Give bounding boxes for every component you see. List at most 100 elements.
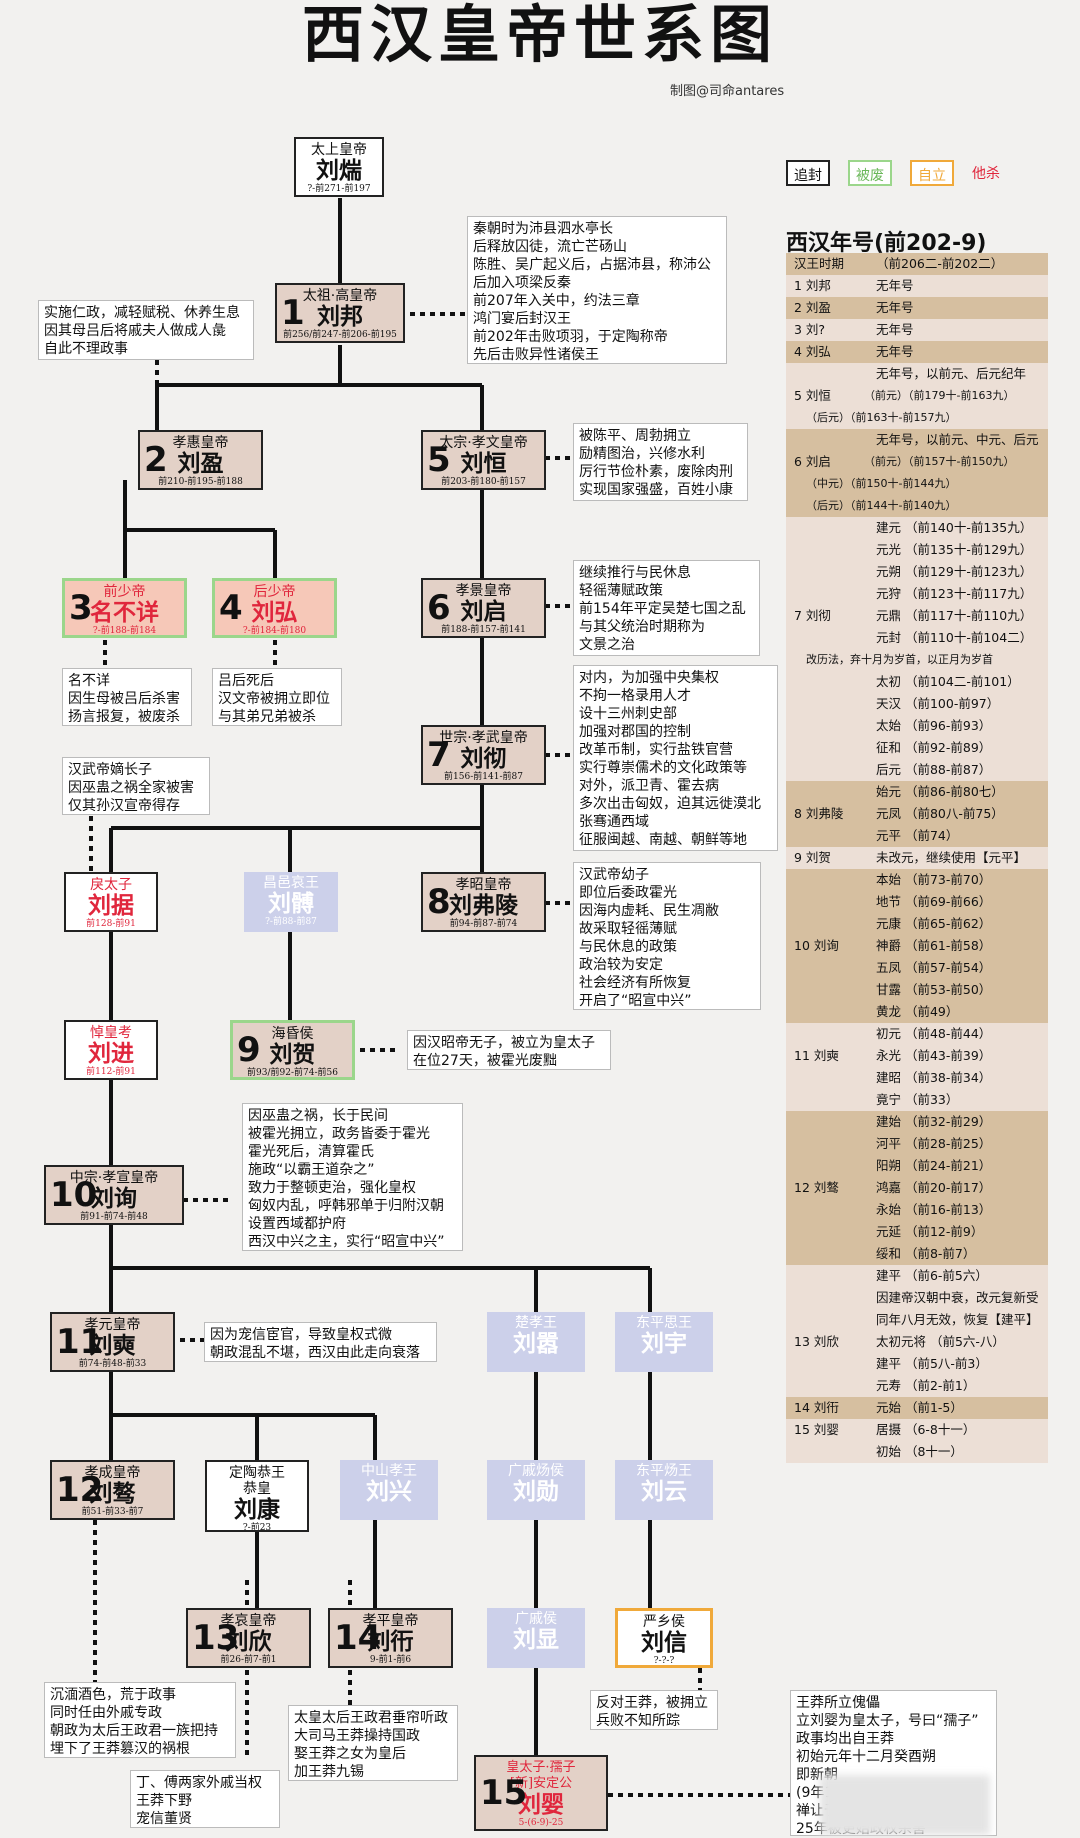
reign-emperor: 3 刘? [794, 322, 826, 337]
reign-row: 永始 （前16-前13） [786, 1199, 1048, 1221]
node-number: 14 [334, 1618, 382, 1658]
reign-row: 元朔 （前129十-前123九） [786, 561, 1048, 583]
node-name: 刘嚣 [513, 1330, 559, 1357]
node-liu-jin: 悼皇考 刘进 前112-前91 [64, 1020, 158, 1080]
reign-row: 元平 （前74） [786, 825, 1048, 847]
node-liu-he: 9 海昏侯 刘贺 前93/前92-前74-前56 [230, 1020, 355, 1080]
reign-era: 永光 （前43-前39） [876, 1048, 992, 1063]
node-name: 刘弘 [251, 599, 298, 626]
node-number: 9 [237, 1030, 261, 1070]
reign-era: 五凤 （前57-前54） [876, 960, 992, 975]
reign-era: 建元 （前140十-前135九） [876, 520, 1033, 535]
reign-era: 天汉 （前100-前97） [876, 696, 1000, 711]
node-liu-yu: 东平思王 刘宇 [615, 1312, 713, 1372]
note-liu-shi: 因为宠信宦官，导致皇权式微 朝政混乱不堪，西汉由此走向衰落 [204, 1322, 437, 1362]
reign-row: 太始 （前96-前93） [786, 715, 1048, 737]
reign-row: 改历法，弃十月为岁首，以正月为岁首 [786, 649, 1048, 671]
reign-era: 后元 （前88-前87） [876, 762, 992, 777]
reign-emperor: 4 刘弘 [794, 344, 831, 359]
reign-emperor: 15 刘婴 [794, 1422, 839, 1437]
reign-era: （前206二-前202二） [876, 256, 1004, 271]
reign-era: 建昭 （前38-前34） [876, 1070, 992, 1085]
reign-row: 天汉 （前100-前97） [786, 693, 1048, 715]
node-liu-kang: 定陶恭王 恭皇 刘康 ?-前23 [205, 1460, 309, 1532]
node-title: 悼皇考 [90, 1025, 132, 1041]
reign-era: 元朔 （前129十-前123九） [876, 564, 1033, 579]
node-title: 太上皇帝 [311, 142, 367, 158]
reign-row: 元康 （前65-前62） [786, 913, 1048, 935]
node-liu-fuling: 8 孝昭皇帝 刘弗陵 前94-前87-前74 [421, 872, 546, 932]
reign-era: （前元）（前179十-前163九） [864, 389, 1015, 402]
node-number: 7 [427, 735, 451, 775]
reign-era: 神爵 （前61-前58） [876, 938, 992, 953]
node-name: 刘恒 [460, 450, 507, 477]
reign-row: 初始 （8十一） [786, 1441, 1048, 1463]
node-name: 刘盈 [177, 450, 224, 477]
note-liu-ying: 实施仁政，减轻赋税、休养生息 因其母吕后将戚夫人做成人彘 自此不理政事 [38, 300, 254, 360]
reign-row: 15 刘婴居摄 （6-8十一） [786, 1419, 1048, 1441]
node-number: 10 [50, 1175, 98, 1215]
node-number: 15 [480, 1773, 528, 1813]
reign-emperor: 6 刘启 [794, 454, 831, 469]
node-liu-tuan: 太上皇帝 刘煓 ?-前271-前197 [294, 137, 384, 197]
legend-posthumous: 追封 [786, 160, 830, 186]
reign-era: 无年号 [876, 322, 914, 337]
reign-era: 建平 （前5八-前3） [876, 1356, 988, 1371]
reign-era: （后元）（前144十-前140九） [806, 499, 957, 512]
node-dates: 前91-前74-前48 [80, 1212, 148, 1222]
reign-era: 元光 （前135十-前129九） [876, 542, 1033, 557]
note-liu-he: 因汉昭帝无子，被立为皇太子 在位27天，被霍光废黜 [407, 1030, 611, 1070]
node-name: 刘进 [88, 1040, 134, 1067]
node-title: 皇太子·孺子 [新]安定公 [506, 1760, 576, 1791]
node-title: 东平炀王 [636, 1463, 692, 1479]
node-number: 12 [56, 1470, 104, 1510]
reign-era: 无年号 [876, 344, 914, 359]
reign-row: 2 刘盈无年号 [786, 297, 1048, 319]
reign-era: 阳朔 （前24-前21） [876, 1158, 992, 1173]
node-name: 刘康 [234, 1496, 280, 1523]
reign-row: （中元）（前150十-前144九） [786, 473, 1048, 495]
node-dates: ?-前23 [242, 1523, 272, 1532]
reign-era: 改历法，弃十月为岁首，以正月为岁首 [806, 653, 993, 666]
note-liu-xun: 因巫蛊之祸，长于民间 被霍光拥立，政务皆委于霍光 霍光死后，清算霍氏 施政“以霸… [242, 1103, 463, 1251]
reign-row: 黄龙 （前49） [786, 1001, 1048, 1023]
node-liu-xing: 中山孝王 刘兴 [340, 1460, 438, 1520]
reign-row: 建平 （前5八-前3） [786, 1353, 1048, 1375]
node-number: 1 [281, 293, 305, 333]
reign-row: 元封 （前110十-前104二） [786, 627, 1048, 649]
node-name: 刘启 [460, 598, 507, 625]
reign-emperor: 12 刘骜 [794, 1180, 839, 1195]
reign-era: 本始 （前73-前70） [876, 872, 992, 887]
reign-era: 竟宁 （前33） [876, 1092, 959, 1107]
node-dates: 前210-前195-前188 [158, 477, 243, 487]
node-liu-xin: 13 孝哀皇帝 刘欣 前26-前7-前1 [186, 1608, 311, 1668]
node-title: 孝惠皇帝 [172, 435, 229, 451]
reign-row: 8 刘弗陵元凤 （前80八-前75） [786, 803, 1048, 825]
reign-era: 地节 （前69-前66） [876, 894, 992, 909]
node-number: 8 [427, 882, 451, 922]
reign-emperor: 汉王时期 [794, 256, 845, 271]
node-liu-ying-ruzi: 15 皇太子·孺子 [新]安定公 刘婴 5-(6-9)-25 [474, 1755, 608, 1831]
reign-row: 元狩 （前123十-前117九） [786, 583, 1048, 605]
node-liu-heng: 5 太宗·孝文皇帝 刘恒 前203-前180-前157 [421, 430, 546, 490]
reign-era: 未改元，继续使用【元平】 [876, 850, 1027, 865]
node-dates: 前26-前7-前1 [220, 1655, 277, 1665]
node-liu-shi: 11 孝元皇帝 刘奭 前74-前48-前33 [50, 1312, 175, 1372]
node-title: 中宗·孝宣皇帝 [69, 1170, 159, 1186]
credit: 制图@司命antares [670, 84, 785, 99]
reign-era: 绥和 （前8-前7） [876, 1246, 976, 1261]
reign-row: 建平 （前6-前5六） [786, 1265, 1048, 1287]
reign-emperor: 1 刘邦 [794, 278, 831, 293]
node-name: 刘煓 [316, 157, 362, 184]
legend-killed: 他杀 [972, 166, 1000, 182]
legend-self: 自立 [910, 160, 954, 186]
node-ming-bu-xiang: 3 前少帝 名不详 ?-前188-前184 [62, 578, 187, 638]
node-title: 孝哀皇帝 [220, 1613, 277, 1629]
node-dates: 5-(6-9)-25 [518, 1818, 564, 1828]
reign-row: 始元 （前86-前80七） [786, 781, 1048, 803]
node-name: 刘云 [641, 1478, 687, 1505]
node-dates: ?-前271-前197 [307, 184, 371, 194]
legend-deposed: 被废 [848, 160, 892, 186]
reign-row: 元光 （前135十-前129九） [786, 539, 1048, 561]
node-liu-xun-guangqi: 广戚炀侯 刘勋 [487, 1460, 585, 1520]
